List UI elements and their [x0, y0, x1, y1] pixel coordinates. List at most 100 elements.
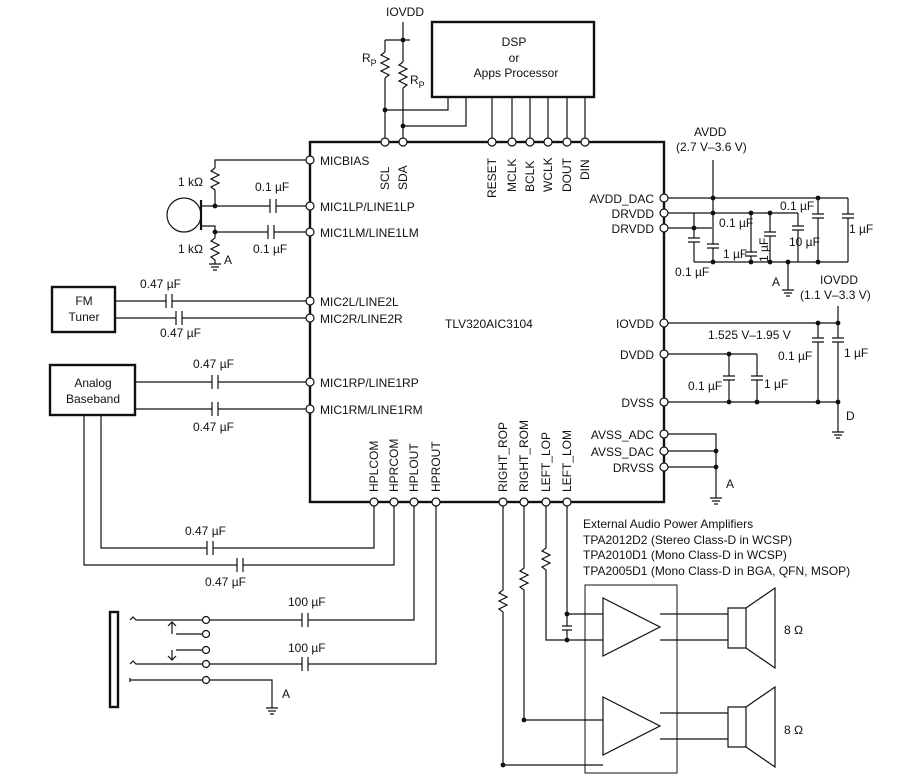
- ground-a-mic: A: [224, 253, 232, 267]
- pin-dvdd: DVDD: [620, 348, 654, 362]
- dsp-label-2: or: [509, 51, 520, 65]
- mic-c1-cap: [269, 199, 277, 213]
- pin-dvss: DVSS: [621, 396, 654, 410]
- rp-right-label: RP: [410, 73, 425, 90]
- fm-c2-cap: [175, 311, 183, 325]
- hplout-wire: [210, 506, 415, 621]
- pin-mic2r: MIC2R/LINE2R: [320, 312, 403, 326]
- pin-avss-dac: AVSS_DAC: [591, 445, 654, 459]
- dsp-scl-link: [385, 97, 449, 111]
- rp-right-resistor: [397, 61, 409, 89]
- dvdd-range: 1.525 V–1.95 V: [708, 328, 791, 342]
- rop-wire: [497, 506, 603, 766]
- speaker-1-label: 8 Ω: [784, 623, 803, 637]
- mic-c2-label: 0.1 µF: [253, 242, 287, 256]
- amp-item-1: TPA2012D2 (Stereo Class-D in WCSP): [583, 533, 792, 547]
- fm-tuner-block: [50, 285, 117, 334]
- mic-bottom-wire: [201, 225, 306, 233]
- bb-c1-label: 0.47 µF: [193, 357, 234, 371]
- mic-r2: [209, 232, 221, 264]
- amp-title: External Audio Power Amplifiers: [583, 517, 753, 531]
- pin-wclk: WCLK: [541, 157, 555, 192]
- speaker-2-icon: [727, 685, 776, 769]
- speaker-2-label: 8 Ω: [784, 723, 803, 737]
- pin-avdd-dac: AVDD_DAC: [590, 192, 655, 206]
- micbias-wire: [214, 159, 306, 168]
- pin-right-rom: RIGHT_ROM: [517, 420, 531, 492]
- jack-ground-wire: [210, 679, 278, 715]
- mic-r2-label: 1 kΩ: [178, 242, 203, 256]
- jack-ring-contact: [129, 660, 206, 665]
- pin-left-lop: LEFT_LOP: [539, 432, 553, 492]
- iovdd-right-range: (1.1 V–3.3 V): [800, 288, 871, 302]
- dsp-label-3: Apps Processor: [474, 66, 559, 80]
- avdd-cap-3: 1 µF: [723, 247, 747, 261]
- pin-drvdd-1: DRVDD: [612, 207, 655, 221]
- hp-c2-cap: [236, 558, 244, 572]
- pin-mclk: MCLK: [505, 159, 519, 192]
- fm-c1-label: 0.47 µF: [140, 277, 181, 291]
- fm-c1-cap: [165, 294, 173, 308]
- mic-c2-cap: [267, 225, 275, 239]
- pin-mic1lm: MIC1LM/LINE1LM: [320, 226, 419, 240]
- avss-rail: [668, 433, 717, 498]
- pin-right-rop: RIGHT_ROP: [496, 422, 510, 492]
- dsp-label-1: DSP: [502, 35, 527, 49]
- avdd-cap-7: 1 µF: [849, 222, 873, 236]
- jack-switch-contacts: [201, 615, 211, 685]
- jack-tip-contact: [129, 616, 206, 621]
- avdd-rail-links: [693, 198, 714, 228]
- avdd-cap-1: 0.1 µF: [675, 265, 709, 279]
- fm-label-1: FM: [75, 294, 92, 308]
- ground-d-label: D: [846, 409, 855, 423]
- bb-c2-cap: [211, 402, 219, 416]
- fm-label-2: Tuner: [69, 310, 100, 324]
- hp-cap2-label: 100 µF: [288, 641, 326, 655]
- rp-left-resistor: [379, 51, 391, 79]
- pin-left-lom: LEFT_LOM: [560, 430, 574, 492]
- pin-reset: RESET: [485, 157, 499, 198]
- bb-label-1: Analog: [74, 376, 111, 390]
- microphone-icon: [166, 197, 202, 233]
- hprcom-return: [83, 415, 395, 566]
- right-pin-circles: [659, 193, 669, 472]
- avdd-caps: [688, 198, 854, 262]
- iovdd-cap-1: 0.1 µF: [778, 349, 812, 363]
- pin-avss-adc: AVSS_ADC: [591, 428, 654, 442]
- dsp-bus-lines: [491, 97, 586, 138]
- dsp-block: [430, 20, 596, 99]
- speaker-1-icon: [727, 586, 776, 670]
- dsp-sda-link: [403, 97, 467, 127]
- amp-triangle-2: [602, 696, 662, 756]
- pin-drvdd-2: DRVDD: [612, 222, 655, 236]
- pin-hprcom: HPRCOM: [387, 439, 401, 492]
- left-pin-circles: [305, 155, 315, 414]
- avdd-cap-5: 10 µF: [789, 235, 820, 249]
- iovdd-top-label: IOVDD: [386, 5, 424, 19]
- hp-c2-label: 0.47 µF: [205, 575, 246, 589]
- pin-mic1rp: MIC1RP/LINE1RP: [320, 376, 419, 390]
- pin-bclk: BCLK: [523, 161, 537, 192]
- pin-mic1lp: MIC1LP/LINE1LP: [320, 200, 415, 214]
- mic-r1-label: 1 kΩ: [178, 175, 203, 189]
- lop-wire: [540, 506, 603, 641]
- hp-cap2: [301, 657, 309, 671]
- rom-wire: [518, 506, 603, 721]
- dvdd-cap-1: 0.1 µF: [688, 379, 722, 393]
- iovdd-rail: [668, 306, 839, 324]
- analog-baseband-block: [48, 363, 137, 417]
- iovdd-top-rail: [384, 22, 410, 62]
- headphone-jack-body: [108, 610, 120, 709]
- pin-sda: SDA: [396, 165, 410, 190]
- top-pin-circles: [380, 137, 590, 147]
- pin-dout: DOUT: [560, 157, 574, 192]
- bottom-pin-circles: [369, 497, 572, 507]
- iovdd-caps: [812, 323, 844, 432]
- pin-drvss: DRVSS: [613, 461, 654, 475]
- pin-micbias: MICBIAS: [320, 154, 369, 168]
- hp-c1-label: 0.47 µF: [185, 524, 226, 538]
- amp-triangle-1: [602, 597, 662, 657]
- ground-d-symbol: [832, 431, 844, 439]
- avdd-cap-4: 1 µF: [757, 238, 771, 262]
- jack-sleeve-contact: [129, 678, 206, 682]
